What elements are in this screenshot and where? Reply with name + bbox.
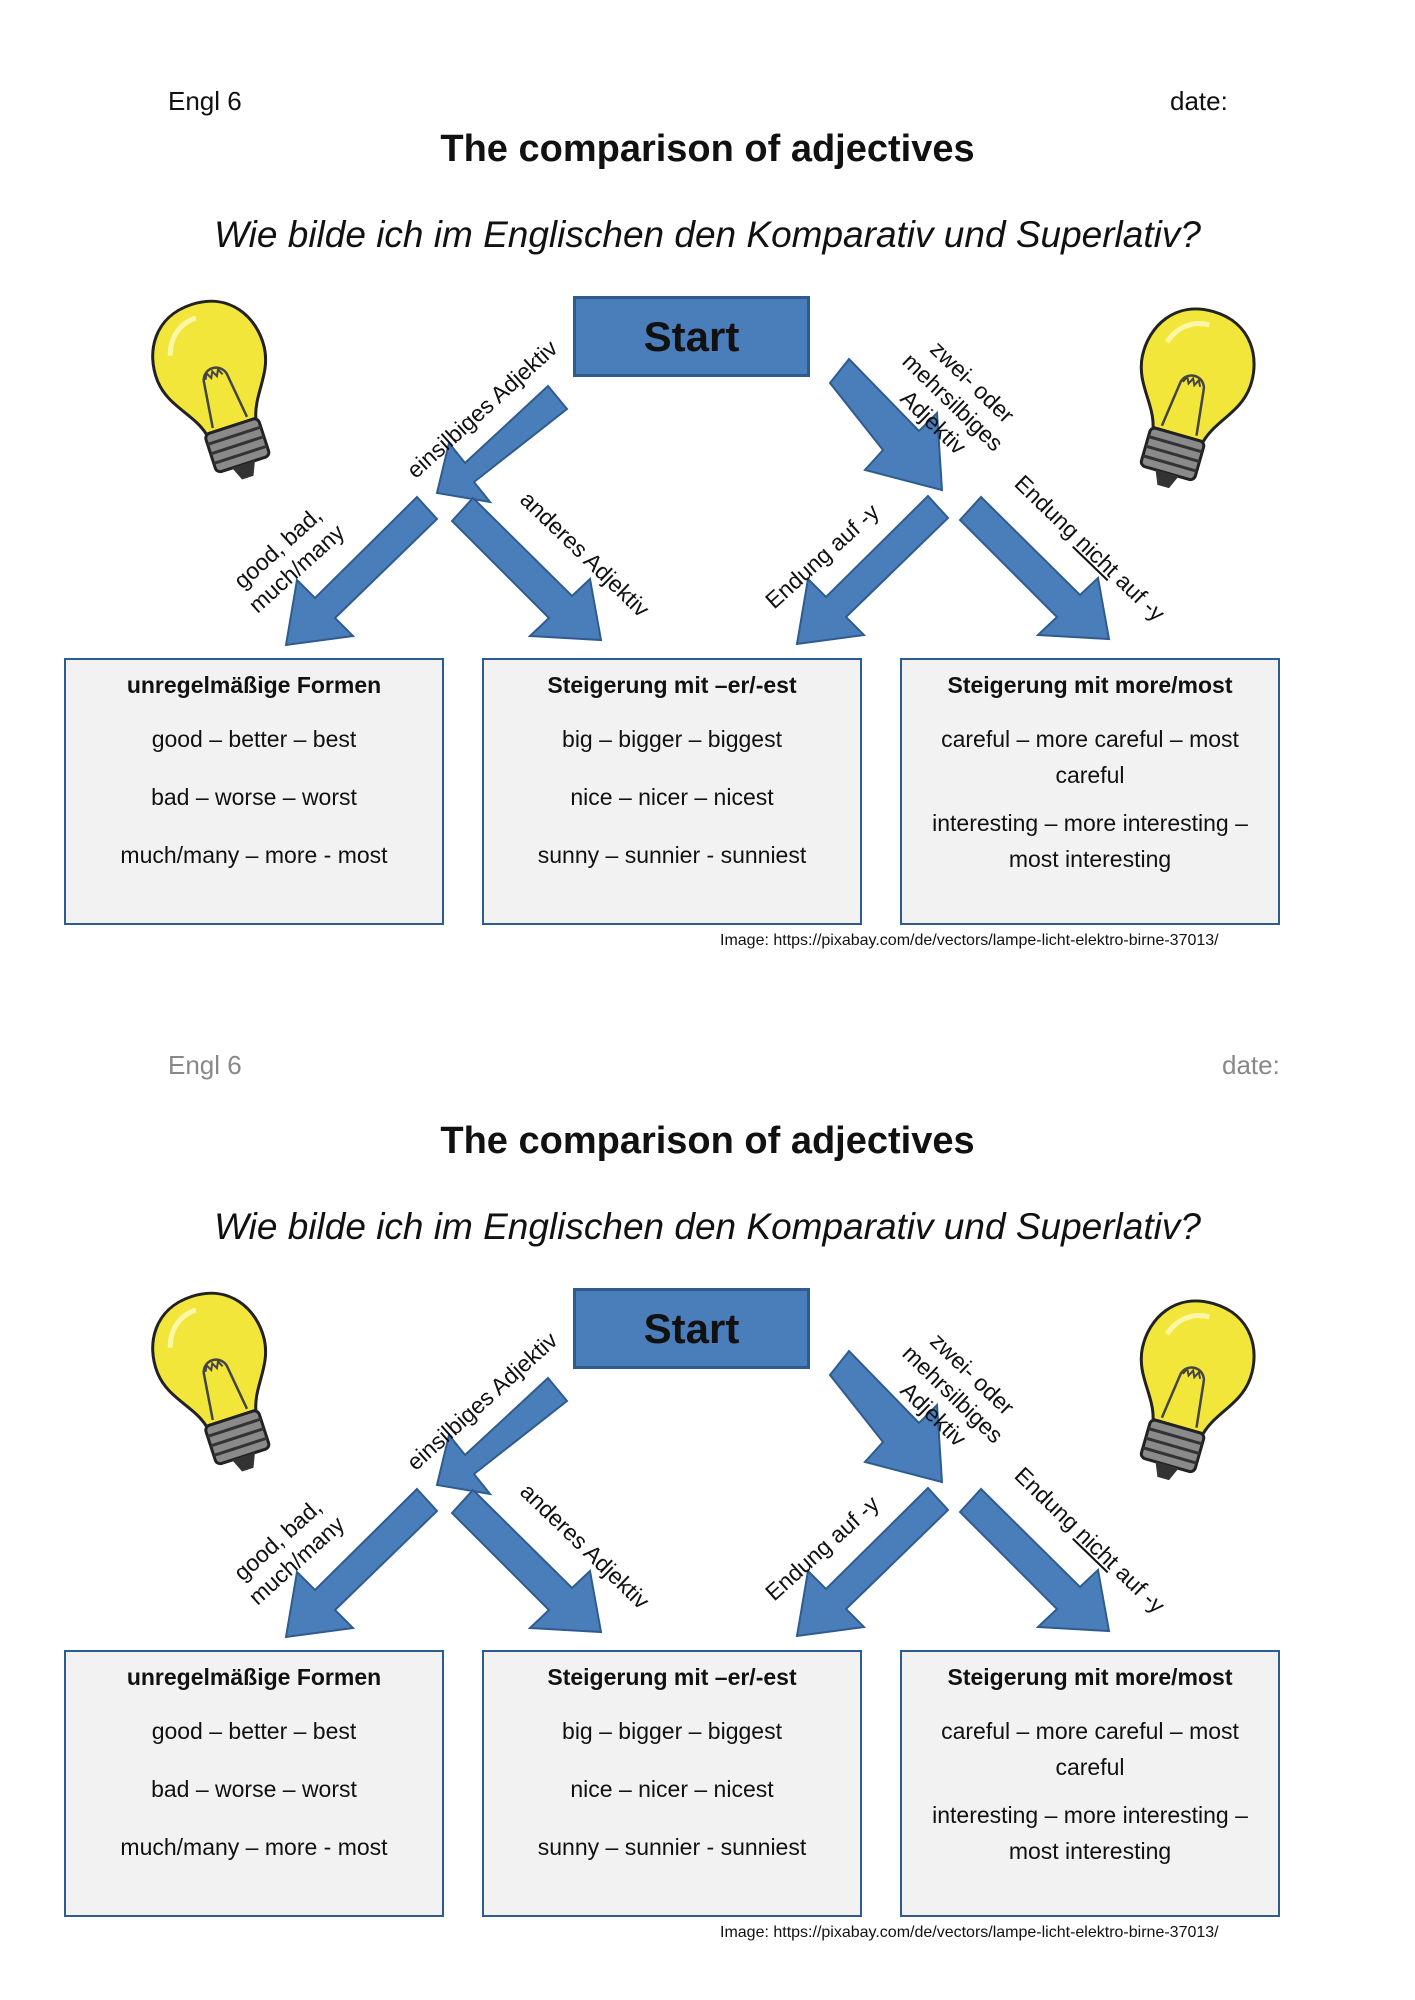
box-heading: unregelmäßige Formen [126,1664,382,1690]
page-title: The comparison of adjectives [440,1120,975,1162]
example-line: careful – more careful – most careful [941,726,1239,788]
example-line: interesting – more interesting – most in… [932,1802,1248,1864]
example-line: much/many – more - most [120,1834,388,1860]
label-text: auf -y [1106,563,1171,627]
example-line: bad – worse – worst [151,784,357,810]
arrow [450,1488,603,1634]
example-line: sunny – sunnier - sunniest [537,1834,807,1860]
rule-box-er-est: Steigerung mit –er/-est big – bigger – b… [482,1650,862,1917]
worksheet: Engl 6 date: The comparison of adjective… [0,992,1415,1992]
example-line: bad – worse – worst [151,1776,357,1802]
date-label: date: [1222,1050,1280,1080]
example-line: big – bigger – biggest [562,1718,782,1744]
light-bulb-icon [151,1291,271,1472]
label-text: Endung [1009,1461,1090,1541]
example-line: good – better – best [151,726,357,752]
label-other-adjective: anderes Adjektiv [515,1478,655,1614]
arrow [958,1487,1111,1633]
label-multi-syllable: zwei- oder mehrsilbiges Adjektiv [855,306,1050,498]
image-credit: Image: https://pixabay.com/de/vectors/la… [720,932,1219,949]
box-heading: unregelmäßige Formen [126,672,382,698]
start-box: Start [573,296,810,377]
box-heading: Steigerung mit more/most [947,672,1233,698]
class-label: Engl 6 [168,1050,242,1080]
page-subtitle: Wie bilde ich im Englischen den Komparat… [214,214,1201,255]
light-bulb-icon [1139,307,1256,489]
rule-box-irregular: unregelmäßige Formen good – better – bes… [64,1650,444,1917]
box-heading: Steigerung mit –er/-est [547,1664,797,1690]
label-multi-syllable: zwei- oder mehrsilbiges Adjektiv [855,1298,1050,1490]
image-credit: Image: https://pixabay.com/de/vectors/la… [720,1924,1219,1941]
start-box: Start [573,1288,810,1369]
label-ending-y: Endung auf -y [760,498,884,614]
example-line: nice – nicer – nicest [570,784,774,810]
label-ending-y: Endung auf -y [760,1490,884,1606]
rule-box-more-most: Steigerung mit more/most careful – more … [900,1650,1280,1917]
worksheet: Engl 6 date: The comparison of adjective… [64,86,1280,949]
label-other-adjective: anderes Adjektiv [515,486,655,622]
label-one-syllable: einsilbiges Adjektiv [401,1326,563,1476]
rule-box-more-most: Steigerung mit more/most careful – more … [900,658,1280,925]
light-bulb-icon [151,299,271,480]
date-label: date: [1170,86,1228,116]
label-text: Endung [1009,469,1090,549]
arrow [958,495,1111,641]
box-heading: Steigerung mit more/most [947,1664,1233,1690]
label-one-syllable: einsilbiges Adjektiv [401,334,563,484]
light-bulb-icon [1139,1299,1256,1481]
example-line: nice – nicer – nicest [570,1776,774,1802]
rule-box-irregular: unregelmäßige Formen good – better – bes… [64,658,444,925]
label-text: auf -y [1106,1555,1171,1619]
box-heading: Steigerung mit –er/-est [547,672,797,698]
example-line: sunny – sunnier - sunniest [537,842,807,868]
example-line: big – bigger – biggest [562,726,782,752]
arrow [450,496,603,642]
label-irregular: good, bad, much/many [213,1479,362,1621]
class-label: Engl 6 [168,86,242,116]
example-line: good – better – best [151,1718,357,1744]
example-line: much/many – more - most [120,842,388,868]
page-subtitle: Wie bilde ich im Englischen den Komparat… [214,1206,1201,1247]
page-title: The comparison of adjectives [440,128,975,170]
label-irregular: good, bad, much/many [213,487,362,629]
example-line: interesting – more interesting – most in… [932,810,1248,872]
rule-box-er-est: Steigerung mit –er/-est big – bigger – b… [482,658,862,925]
example-line: careful – more careful – most careful [941,1718,1239,1780]
